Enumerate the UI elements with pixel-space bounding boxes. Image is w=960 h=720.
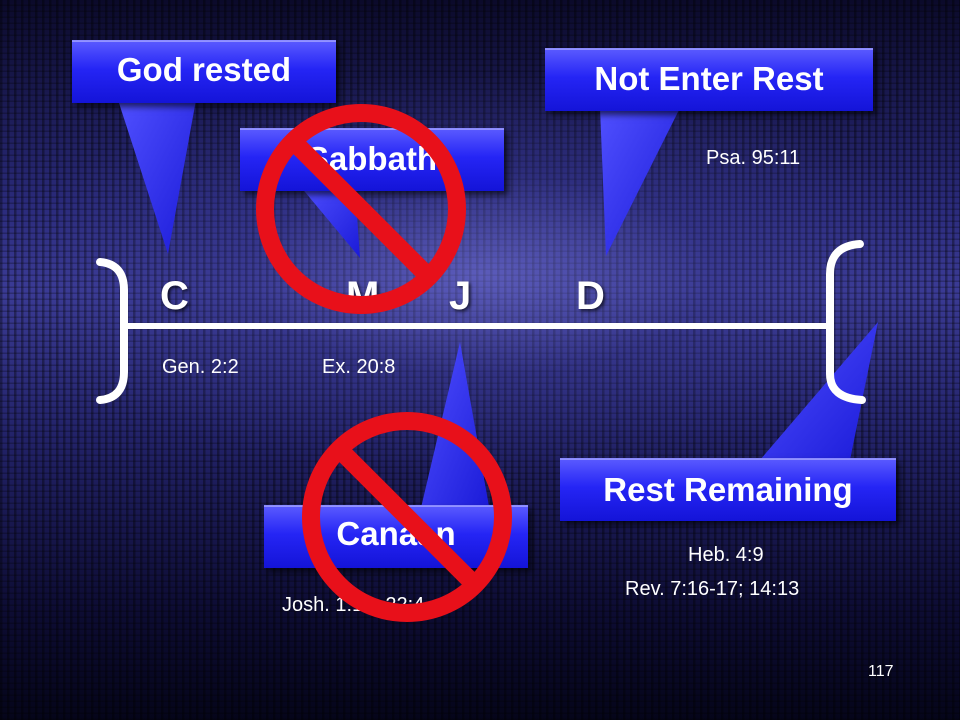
callout-god-rested: God rested [72,40,336,103]
god-rested-pointer [118,100,196,254]
callout-not-enter-rest: Not Enter Rest [545,48,873,111]
prohibition-sign-icon [302,412,512,622]
callout-rest-remaining: Rest Remaining [560,458,896,521]
reference-rev: Rev. 7:16-17; 14:13 [625,578,800,600]
left-bracket [96,258,128,404]
reference-ex: Ex. 20:8 [322,356,396,378]
reference-gen: Gen. 2:2 [162,356,239,378]
callout-rest-remaining-label: Rest Remaining [603,471,853,508]
callout-not-enter-rest-label: Not Enter Rest [594,60,824,97]
page-number: 117 [868,663,894,680]
timeline-letter-c: C [160,274,189,318]
reference-psa: Psa. 95:11 [706,147,801,169]
rest-remaining-pointer [760,322,878,460]
reference-heb: Heb. 4:9 [688,544,764,566]
callout-god-rested-label: God rested [116,51,292,88]
prohibition-sign-icon [256,104,466,314]
timeline-letter-d: D [576,274,605,318]
not-enter-rest-pointer [600,108,680,256]
timeline-letter-j: J [449,274,472,318]
